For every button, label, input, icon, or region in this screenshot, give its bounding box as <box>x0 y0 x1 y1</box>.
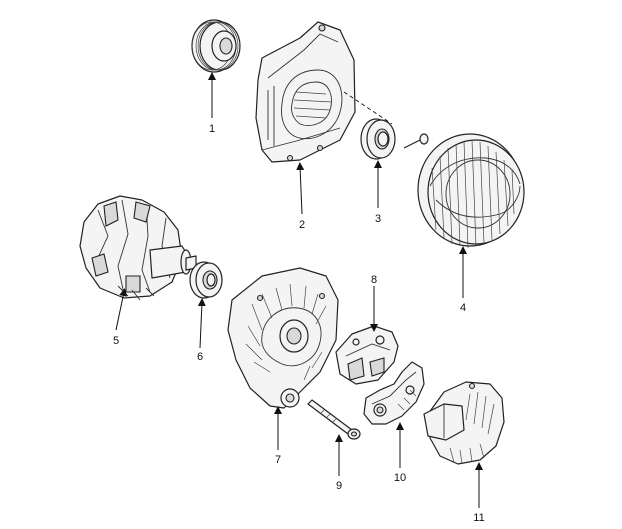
brush-holder-part <box>335 325 399 385</box>
bearing-screw-part <box>403 133 429 149</box>
callout-6: 6 <box>197 351 203 363</box>
rotor-part <box>79 195 197 301</box>
callout-9: 9 <box>336 480 342 492</box>
rear-bracket-part <box>227 267 339 409</box>
callout-7: 7 <box>275 454 281 466</box>
stator-part <box>417 133 525 249</box>
callout-3: 3 <box>375 213 381 225</box>
front-bearing-part <box>360 118 396 160</box>
callout-4: 4 <box>460 302 466 314</box>
callout-8: 8 <box>371 274 377 286</box>
pulley-part <box>191 19 241 73</box>
rear-bearing-part <box>189 261 223 299</box>
rectifier-part <box>363 361 425 425</box>
callout-2: 2 <box>299 219 305 231</box>
through-bolt-part <box>307 399 361 440</box>
callout-5: 5 <box>113 335 119 347</box>
assembly-dash-line <box>343 91 393 125</box>
callout-10: 10 <box>394 472 406 484</box>
rear-cover-part <box>423 381 505 465</box>
leader-lines <box>115 72 483 508</box>
front-bracket-part <box>255 21 356 163</box>
callout-1: 1 <box>209 123 215 135</box>
callout-11: 11 <box>473 512 484 524</box>
